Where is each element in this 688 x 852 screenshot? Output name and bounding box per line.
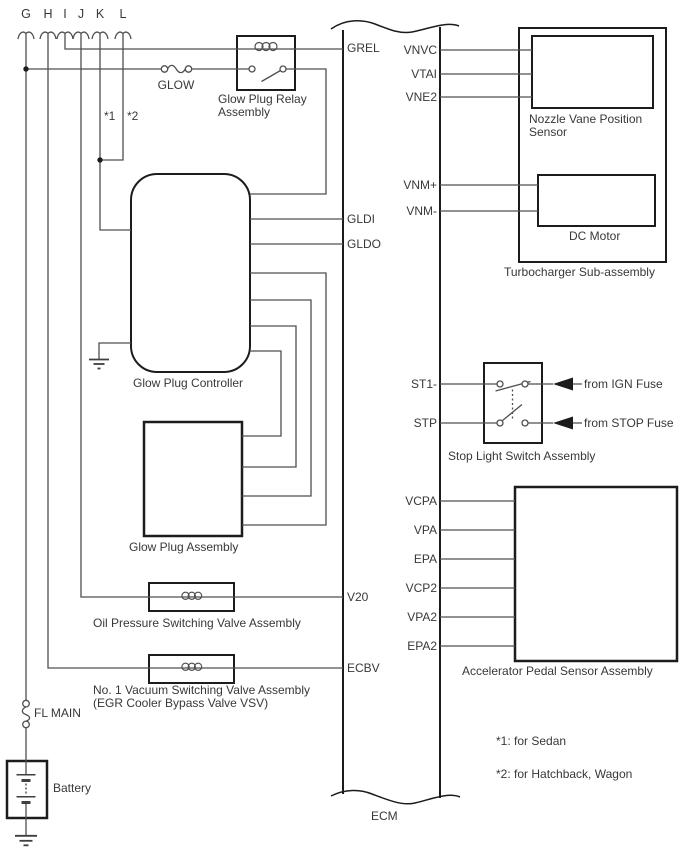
ecm-pin-vcpa-label: VCPA bbox=[405, 494, 437, 508]
wire-glowplug-3 bbox=[242, 325, 297, 468]
glow-fuse-label: GLOW bbox=[157, 78, 195, 92]
variant-mark-1: *1 bbox=[104, 109, 116, 123]
ecm-pin-v20-label: V20 bbox=[347, 590, 369, 604]
wire-k-to-controller bbox=[99, 34, 131, 231]
accel-pedal-sensor-label: Accelerator Pedal Sensor Assembly bbox=[462, 664, 653, 678]
connector-break-icons bbox=[17, 31, 132, 40]
battery-ground-icon bbox=[15, 834, 37, 847]
glow-plug-assembly-label: Glow Plug Assembly bbox=[129, 540, 239, 554]
wire-glowplug-1 bbox=[242, 272, 327, 526]
wire-l-branch bbox=[100, 34, 124, 161]
connector-label-j: J bbox=[77, 7, 85, 21]
from-stop-fuse-label: from STOP Fuse bbox=[584, 416, 674, 430]
battery-label: Battery bbox=[53, 781, 92, 795]
vacuum-vsv-label-2: (EGR Cooler Bypass Valve VSV) bbox=[93, 696, 269, 710]
ecm-pin-vnm-minus-label: VNM- bbox=[406, 204, 437, 218]
ecm-label: ECM bbox=[371, 809, 398, 823]
accel-pedal-sensor-box bbox=[513, 485, 679, 663]
wire-glowplug-2 bbox=[242, 299, 312, 497]
ecm-pin-vcp2-label: VCP2 bbox=[405, 581, 437, 595]
ecm-band bbox=[330, 19, 461, 805]
glow-plug-assembly-box bbox=[142, 420, 244, 538]
arrow-icon-ign bbox=[553, 377, 573, 391]
footnote-hatchback-wagon: *2: for Hatchback, Wagon bbox=[496, 767, 633, 781]
stop-light-switch-label: Stop Light Switch Assembly bbox=[448, 449, 596, 463]
vacuum-vsv-box bbox=[148, 654, 235, 684]
wire-j-to-v20 bbox=[80, 34, 343, 598]
ecm-top-wave bbox=[330, 19, 460, 34]
glow-plug-relay-label-1: Glow Plug Relay bbox=[218, 92, 307, 106]
symbols bbox=[15, 41, 573, 847]
ecm-pin-gldi-label: GLDI bbox=[347, 212, 376, 226]
nozzle-sensor-label-2: Sensor bbox=[529, 125, 568, 139]
oil-vsv-coil-icon bbox=[181, 591, 203, 601]
glow-plug-controller-label: Glow Plug Controller bbox=[133, 376, 244, 390]
connector-label-g: G bbox=[21, 7, 31, 21]
fl-main-icon bbox=[21, 699, 31, 729]
stop-light-switch-contacts-icon bbox=[495, 380, 531, 427]
variant-mark-2: *2 bbox=[127, 109, 139, 123]
wire-controller-ground bbox=[98, 342, 131, 359]
junction-dot-kl bbox=[97, 157, 103, 163]
connector-label-l: L bbox=[119, 7, 127, 21]
wire-glowplug-4 bbox=[242, 350, 282, 437]
ecm-pin-vne2-label: VNE2 bbox=[405, 90, 437, 104]
vacuum-vsv-coil-icon bbox=[181, 662, 203, 672]
nozzle-sensor-label-1: Nozzle Vane Position bbox=[529, 112, 643, 126]
ecm-pin-ecbv-label: ECBV bbox=[347, 661, 380, 675]
battery-box bbox=[5, 759, 49, 820]
ecm-pin-st1-label: ST1- bbox=[410, 377, 437, 391]
arrow-icon-stop bbox=[553, 416, 573, 430]
from-ign-fuse-label: from IGN Fuse bbox=[584, 377, 663, 391]
connector-label-k: K bbox=[95, 7, 105, 21]
ecm-pin-vpa2-label: VPA2 bbox=[407, 610, 437, 624]
turbocharger-label: Turbocharger Sub-assembly bbox=[504, 265, 655, 279]
glow-plug-controller-box bbox=[130, 173, 251, 373]
wire-relay-out-to-controller bbox=[250, 68, 327, 195]
wire-h-to-ecbv bbox=[47, 34, 343, 669]
ecm-pin-vnvc-label: VNVC bbox=[403, 43, 437, 57]
ecm-pin-epa-label: EPA bbox=[413, 552, 437, 566]
connector-label-i: I bbox=[63, 7, 67, 21]
ecm-pin-vnm-plus-label: VNM+ bbox=[403, 178, 437, 192]
junction-dot-glow bbox=[23, 66, 29, 72]
footnote-sedan: *1: for Sedan bbox=[496, 734, 567, 748]
ecm-pin-vpa-label: VPA bbox=[413, 523, 437, 537]
controller-ground-icon bbox=[89, 358, 109, 370]
oil-pressure-vsv-label: Oil Pressure Switching Valve Assembly bbox=[93, 616, 301, 630]
glow-plug-relay-label-2: Assembly bbox=[218, 105, 271, 119]
relay-coil-icon bbox=[254, 41, 278, 52]
relay-contact-icon bbox=[248, 65, 287, 83]
ecm-pin-grel-label: GREL bbox=[347, 41, 380, 55]
dc-motor-label: DC Motor bbox=[569, 229, 621, 243]
ecm-pin-vtai-label: VTAI bbox=[411, 67, 437, 81]
nozzle-vane-sensor-box bbox=[531, 35, 654, 109]
wire-i-to-grel bbox=[64, 34, 343, 50]
connector-label-h: H bbox=[43, 7, 53, 21]
fl-main-label: FL MAIN bbox=[34, 706, 81, 720]
glow-plug-relay-box bbox=[236, 35, 296, 91]
ecm-pin-stp-label: STP bbox=[413, 416, 437, 430]
wires bbox=[17, 31, 582, 835]
battery-cells-icon bbox=[16, 774, 36, 804]
ecm-pin-gldo-label: GLDO bbox=[347, 237, 382, 251]
ecm-pin-epa2-label: EPA2 bbox=[407, 639, 437, 653]
ecm-bottom-wave bbox=[330, 789, 461, 805]
dc-motor-box bbox=[537, 174, 656, 227]
glow-fuse-icon bbox=[160, 64, 193, 74]
component-boxes bbox=[5, 27, 679, 820]
vacuum-vsv-label-1: No. 1 Vacuum Switching Valve Assembly bbox=[93, 683, 310, 697]
